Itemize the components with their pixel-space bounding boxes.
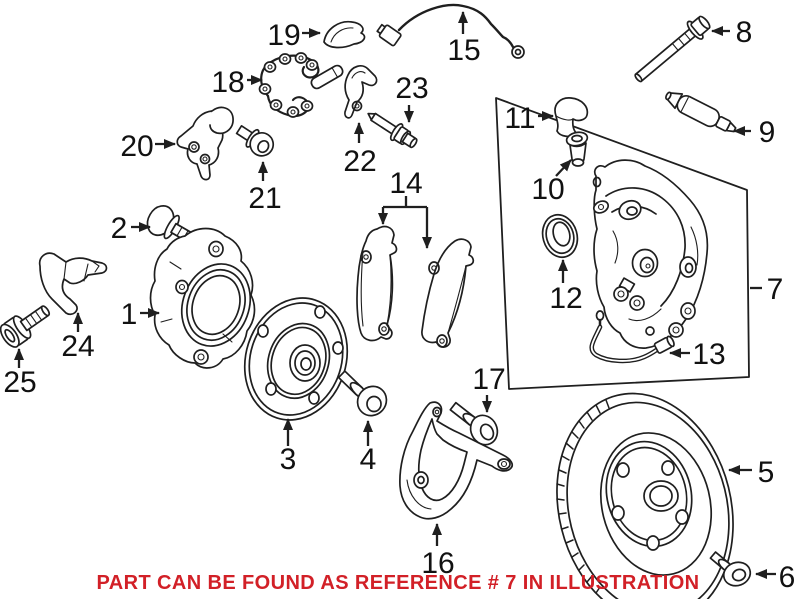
part-1-bearing-housing-drawing — [149, 227, 256, 369]
callout-2: 2 — [111, 212, 151, 245]
part-14-brake-pads-drawing — [356, 225, 475, 348]
callout-16: 16 — [421, 523, 455, 580]
callout-6: 6 — [755, 561, 796, 594]
callout-15-label: 15 — [447, 34, 480, 67]
callout-11: 11 — [504, 102, 554, 135]
part-19-clip-drawing — [323, 20, 366, 49]
callout-1: 1 — [121, 298, 160, 331]
part-24-lever-drawing — [38, 252, 108, 316]
callout-19-label: 19 — [267, 19, 300, 52]
callout-10-label: 10 — [531, 173, 564, 206]
part-16-splash-shield-drawing — [399, 401, 513, 520]
callout-21-label: 21 — [248, 182, 281, 215]
callout-24: 24 — [61, 312, 95, 363]
part-3-wheel-hub-drawing — [243, 297, 349, 421]
reference-banner: PART CAN BE FOUND AS REFERENCE # 7 IN IL… — [97, 572, 700, 594]
callout-18-label: 18 — [211, 66, 244, 99]
callout-23: 23 — [395, 72, 429, 123]
part-11-bleeder-cap-drawing — [554, 97, 589, 138]
part-22-bracket-drawing — [344, 65, 378, 119]
part-5-brake-disc-drawing — [556, 392, 734, 599]
callout-6-label: 6 — [779, 561, 796, 594]
callout-12-label: 12 — [549, 282, 582, 315]
part-6-disc-screw-drawing — [709, 551, 752, 587]
callout-1-label: 1 — [121, 298, 138, 331]
callout-9: 9 — [733, 116, 776, 149]
callout-25: 25 — [3, 348, 37, 399]
part-25-bolt-drawing — [0, 305, 51, 348]
part-10-bleeder-screw-drawing — [565, 131, 589, 167]
caliper-group-box — [495, 97, 762, 390]
callout-3-label: 3 — [280, 443, 297, 476]
callout-7: 7 — [767, 273, 784, 306]
part-4-hub-bolt-drawing — [337, 370, 388, 417]
callout-7-label: 7 — [767, 273, 784, 306]
callout-14: 14 — [378, 167, 432, 249]
callout-17-label: 17 — [472, 363, 505, 396]
callout-4-label: 4 — [360, 443, 377, 476]
callout-5-label: 5 — [758, 456, 775, 489]
callout-20-label: 20 — [120, 130, 153, 163]
callout-19: 19 — [267, 19, 321, 52]
callout-25-label: 25 — [3, 366, 36, 399]
part-21-bolt-drawing — [235, 125, 275, 157]
part-12-piston-seal-drawing — [541, 213, 579, 259]
callout-8-label: 8 — [736, 16, 753, 49]
callout-3: 3 — [280, 418, 297, 476]
part-9-guide-pin-drawing — [665, 91, 737, 133]
callout-2-label: 2 — [111, 212, 128, 245]
part-15-sensor-wire-drawing — [376, 3, 525, 59]
callout-17: 17 — [472, 363, 506, 413]
callout-13-label: 13 — [692, 338, 725, 371]
part-13-brake-hose-drawing — [589, 310, 675, 364]
part-17-shield-bolt-drawing — [449, 401, 499, 446]
callout-5: 5 — [728, 456, 775, 489]
callout-8: 8 — [711, 16, 753, 49]
callout-22: 22 — [343, 122, 377, 178]
callout-12: 12 — [549, 259, 583, 315]
callout-14-label: 14 — [389, 167, 422, 200]
callout-21: 21 — [248, 161, 282, 215]
callout-11-label: 11 — [504, 102, 535, 135]
callout-20: 20 — [120, 130, 176, 163]
part-20-bracket-drawing — [176, 106, 234, 181]
callout-15: 15 — [447, 11, 481, 67]
callout-4: 4 — [360, 420, 377, 476]
callout-13: 13 — [669, 338, 726, 371]
part-18-wire-harness-drawing — [258, 52, 344, 118]
callout-16-label: 16 — [421, 547, 454, 580]
callout-24-label: 24 — [61, 330, 94, 363]
part-8-caliper-bolt-drawing — [634, 15, 711, 83]
callout-23-label: 23 — [395, 72, 428, 105]
part-7-caliper-drawing — [592, 159, 709, 349]
callout-9-label: 9 — [759, 116, 776, 149]
callout-10: 10 — [531, 159, 572, 206]
callout-18: 18 — [211, 66, 263, 99]
callout-22-label: 22 — [343, 145, 376, 178]
part-23-guide-pin-bolt-drawing — [367, 112, 418, 149]
